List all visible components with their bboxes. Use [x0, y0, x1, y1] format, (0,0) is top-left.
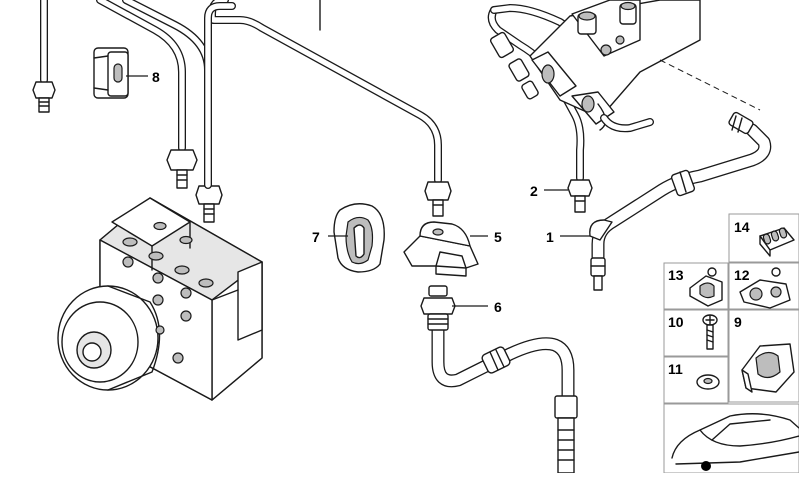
- callout-1: 1: [546, 229, 554, 245]
- clip-13: [689, 267, 723, 307]
- brake-line-1: [589, 111, 772, 291]
- brake-pipe-long: [204, 0, 452, 217]
- callout-2: 2: [530, 183, 538, 199]
- callout-5: 5: [494, 229, 502, 245]
- screw-10: [702, 314, 718, 350]
- parts-legend-grid: [663, 213, 799, 474]
- brake-pipe-left-vertical: [32, 0, 56, 113]
- legend-label-14: 14: [734, 219, 750, 235]
- master-cylinder: [529, 0, 761, 133]
- legend-label-9: 9: [734, 314, 742, 330]
- callout-7: 7: [312, 229, 320, 245]
- legend-label-13: 13: [668, 267, 684, 283]
- legend-label-10: 10: [668, 314, 684, 330]
- clip-12: [739, 267, 791, 309]
- washer-11: [696, 374, 720, 390]
- grommet-7: [333, 203, 385, 273]
- abs-pump-motor: [57, 285, 165, 391]
- callout-8: 8: [152, 69, 160, 85]
- bracket-5: [403, 221, 479, 277]
- brake-hose-6: [420, 285, 578, 474]
- clip-14: [759, 227, 795, 257]
- car-silhouette-icon: [671, 413, 799, 471]
- brake-pipe-to-abs-1: [96, 0, 198, 189]
- callout-6: 6: [494, 299, 502, 315]
- clip-9: [741, 343, 795, 393]
- grommet-8: [93, 47, 129, 99]
- legend-label-11: 11: [668, 361, 683, 377]
- legend-label-12: 12: [734, 267, 750, 283]
